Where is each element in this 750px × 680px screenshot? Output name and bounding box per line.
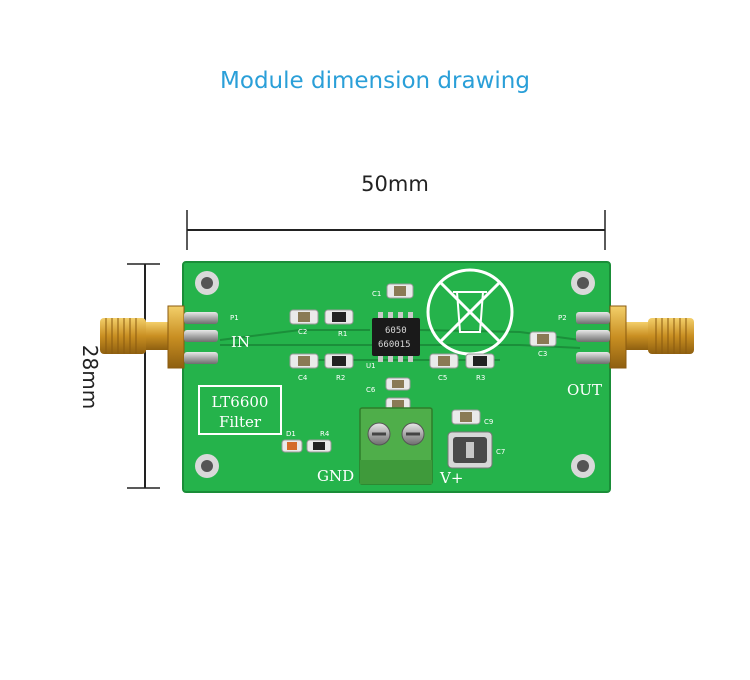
ref-r2: R2 — [336, 374, 345, 382]
ref-d1: D1 — [286, 430, 296, 438]
ref-c7: C7 — [496, 448, 505, 456]
ref-c5: C5 — [438, 374, 447, 382]
smd-component — [529, 331, 557, 347]
smd-component — [289, 309, 319, 325]
ic-marking-bottom: 660015 — [378, 340, 411, 350]
ref-r1: R1 — [338, 330, 347, 338]
sma-connector-in — [100, 305, 218, 369]
crossed-bin-icon — [426, 268, 514, 356]
mounting-hole — [195, 271, 219, 295]
chip-label: LT6600 — [212, 393, 269, 411]
smd-component — [429, 353, 459, 369]
gnd-label: GND — [317, 467, 354, 485]
ic-chip: 6050 660015 — [372, 312, 420, 362]
ref-p1: P1 — [230, 314, 239, 322]
ref-r3: R3 — [476, 374, 485, 382]
vplus-label: V+ — [439, 469, 463, 487]
led — [281, 439, 303, 453]
ref-c9: C9 — [484, 418, 493, 426]
sma-connector-out — [576, 305, 694, 369]
smd-component — [386, 283, 414, 299]
width-dimension-label: 50mm — [361, 172, 429, 196]
page-title: Module dimension drawing — [220, 68, 530, 94]
smd-component — [451, 409, 481, 425]
ref-c2: C2 — [298, 328, 307, 336]
smd-component — [306, 439, 332, 453]
ref-c1: C1 — [372, 290, 381, 298]
smd-component — [465, 353, 495, 369]
ref-p2: P2 — [558, 314, 567, 322]
ref-u1: U1 — [366, 362, 376, 370]
chip-sublabel: Filter — [219, 413, 262, 431]
ref-c4: C4 — [298, 374, 308, 382]
electrolytic-capacitor — [447, 431, 493, 469]
ic-marking-top: 6050 — [385, 326, 407, 336]
mounting-hole — [571, 454, 595, 478]
terminal-block — [359, 407, 433, 485]
chip-label-box — [198, 385, 282, 435]
smd-component — [324, 353, 354, 369]
width-dimension-line — [186, 210, 606, 250]
mounting-hole — [571, 271, 595, 295]
ref-c6: C6 — [366, 386, 376, 394]
in-label: IN — [231, 333, 250, 351]
height-dimension-line — [127, 263, 160, 489]
pcb-traces — [219, 329, 581, 361]
smd-component — [385, 377, 411, 391]
mounting-hole — [195, 454, 219, 478]
ref-r4: R4 — [320, 430, 330, 438]
smd-component — [324, 309, 354, 325]
smd-component — [289, 353, 319, 369]
out-label: OUT — [567, 381, 602, 399]
ref-c3: C3 — [538, 350, 547, 358]
